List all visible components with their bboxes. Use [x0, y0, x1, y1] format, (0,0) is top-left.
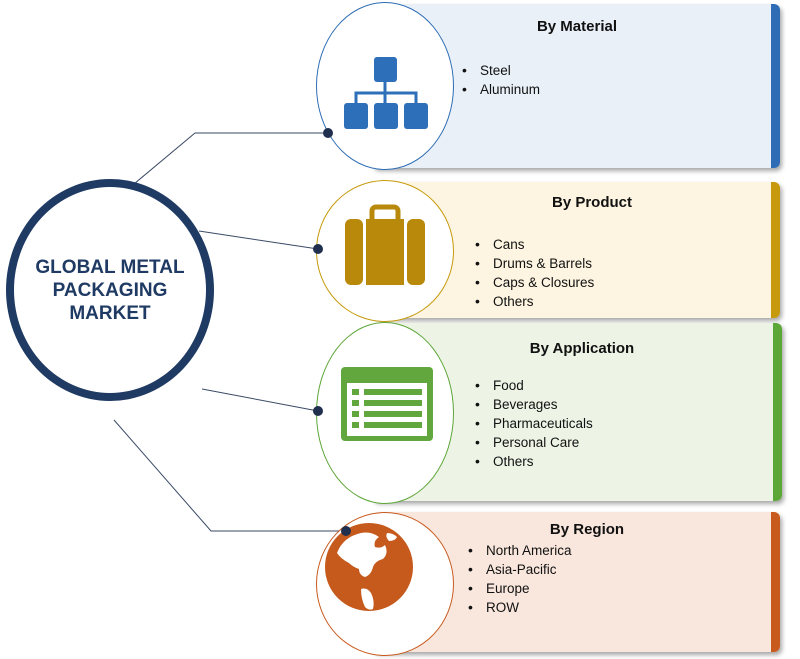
list-item: Drums & Barrels [473, 254, 594, 273]
accent-bar-application [773, 323, 782, 501]
segment-title-material: By Material [536, 18, 618, 35]
ring-region [316, 512, 454, 656]
list-item: Pharmaceuticals [473, 414, 593, 433]
list-item: Personal Care [473, 433, 593, 452]
list-item: Aluminum [460, 80, 540, 99]
segment-title-region: By Region [549, 521, 625, 538]
connector-dot-product [313, 244, 323, 254]
list-item: Others [473, 292, 594, 311]
center-line-2: PACKAGING [52, 279, 168, 301]
connector-region [113, 419, 346, 532]
list-item: Europe [466, 579, 572, 598]
list-item: Steel [460, 61, 540, 80]
list-item: Beverages [473, 395, 593, 414]
ring-product [316, 180, 454, 322]
center-title: GLOBAL METAL PACKAGING MARKET [14, 187, 206, 393]
list-item: Asia-Pacific [466, 560, 572, 579]
accent-bar-material [771, 4, 780, 168]
accent-bar-region [771, 512, 780, 652]
list-item: ROW [466, 598, 572, 617]
connector-product [198, 230, 319, 250]
list-item: Food [473, 376, 593, 395]
accent-bar-product [771, 182, 780, 318]
segment-list-application: Food Beverages Pharmaceuticals Personal … [473, 376, 593, 471]
ring-application [316, 322, 454, 504]
briefcase-icon [345, 204, 425, 285]
list-table-icon [341, 367, 433, 441]
connector-dot-region [341, 526, 351, 536]
list-item: Cans [473, 235, 594, 254]
segment-title-product: By Product [551, 194, 632, 211]
segment-list-material: Steel Aluminum [460, 61, 540, 99]
list-item: Caps & Closures [473, 273, 594, 292]
segment-title-application: By Application [529, 340, 635, 357]
globe-icon [325, 523, 413, 611]
segment-list-product: Cans Drums & Barrels Caps & Closures Oth… [473, 235, 594, 311]
connector-dot-application [313, 406, 323, 416]
center-line-1: GLOBAL METAL [35, 256, 185, 278]
panel-by-region: By Region North America Asia-Pacific Eur… [372, 512, 780, 652]
segment-list-region: North America Asia-Pacific Europe ROW [466, 541, 572, 617]
connector-material [115, 132, 328, 200]
list-item: Others [473, 452, 593, 471]
connector-dot-material [323, 128, 333, 138]
ring-material [316, 2, 454, 170]
center-line-3: MARKET [69, 302, 151, 324]
list-item: North America [466, 541, 572, 560]
connector-application [201, 388, 319, 412]
center-circle: GLOBAL METAL PACKAGING MARKET [6, 179, 214, 401]
hierarchy-icon [344, 57, 428, 129]
